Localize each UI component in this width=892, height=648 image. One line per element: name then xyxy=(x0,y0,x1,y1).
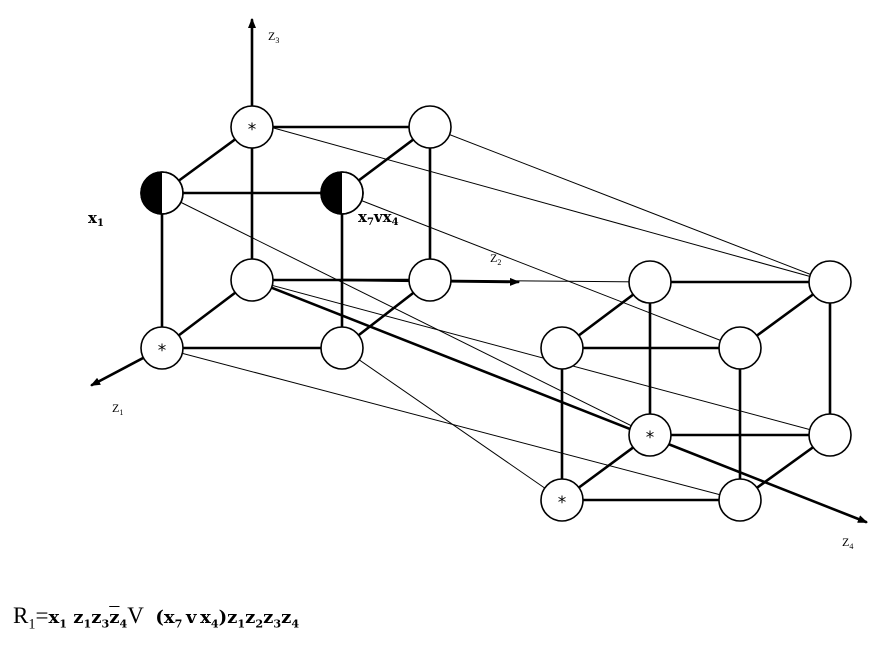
node xyxy=(808,413,852,457)
star-markers: * * * * xyxy=(158,120,655,513)
node-star xyxy=(140,326,184,370)
label-x7-or-x4: x7vx4 xyxy=(358,208,399,228)
axis-label-z4: Z4 xyxy=(842,535,853,551)
node-star xyxy=(230,105,274,149)
term-1: x1 z1z3z4 xyxy=(48,607,128,631)
node xyxy=(718,478,762,522)
star-marker: * xyxy=(158,341,167,361)
right-cube-edges xyxy=(560,280,832,502)
star-marker: * xyxy=(646,428,655,448)
formula-lhs-sub: 1 xyxy=(28,616,36,633)
node xyxy=(718,326,762,370)
right-cube-nodes xyxy=(540,260,852,522)
formula-or: V xyxy=(127,603,144,628)
axis-label-z2: Z2 xyxy=(490,251,501,267)
term-2: (x7 v x4)z1z2z3z4 xyxy=(155,607,300,631)
variable-labels: x1 x7vx4 xyxy=(88,208,399,229)
axes xyxy=(90,18,868,524)
node-star xyxy=(628,413,672,457)
node xyxy=(808,260,852,304)
half-fill xyxy=(321,172,342,214)
left-cube-nodes xyxy=(140,105,452,370)
node-star xyxy=(540,478,584,522)
node xyxy=(540,326,584,370)
label-x1: x1 xyxy=(88,209,104,229)
node xyxy=(408,258,452,302)
node xyxy=(408,105,452,149)
half-fill xyxy=(141,172,162,214)
formula-lhs: R xyxy=(13,603,29,628)
star-marker: * xyxy=(558,493,567,513)
axis-label-z1: Z1 xyxy=(112,401,123,417)
node xyxy=(628,260,672,304)
formula: R1=x1 z1z3z4V (x7 v x4)z1z2z3z4 xyxy=(13,603,299,634)
node xyxy=(230,258,274,302)
thin-connecting-edges xyxy=(161,126,831,501)
star-marker: * xyxy=(248,120,257,140)
node xyxy=(320,326,364,370)
axis-label-z3: Z3 xyxy=(268,29,279,45)
axis-labels: Z3 Z1 Z2 Z4 xyxy=(112,29,853,551)
formula-eq: = xyxy=(35,603,49,628)
